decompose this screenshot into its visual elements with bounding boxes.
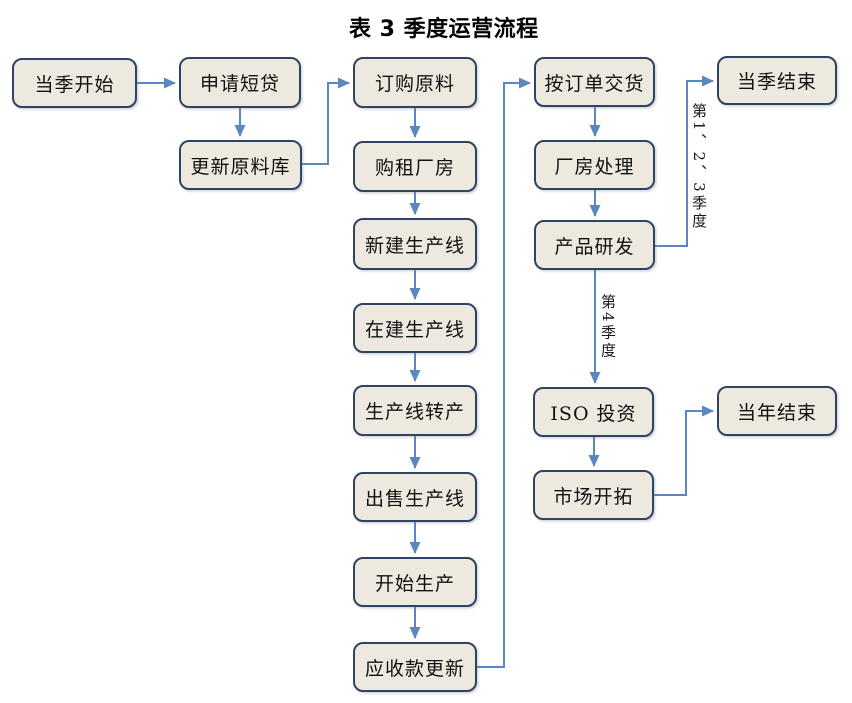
edge-label-quarters-1-2-3: 第1、2、3季度	[690, 103, 708, 231]
node-apply-short-loan: 申请短贷	[179, 57, 301, 108]
node-line-conversion: 生产线转产	[353, 385, 477, 436]
edge-label-quarter-4: 第4季度	[599, 294, 617, 361]
node-build-new-line: 新建生产线	[353, 218, 477, 270]
node-line-in-construction: 在建生产线	[353, 303, 477, 353]
connector-product-rnd-to-quarter-end	[655, 75, 714, 247]
node-iso-investment: ISO 投资	[533, 387, 654, 437]
node-quarter-end: 当季结束	[717, 56, 837, 105]
node-product-rnd: 产品研发	[534, 220, 655, 270]
node-market-development: 市场开拓	[533, 470, 654, 520]
node-receivables-update: 应收款更新	[353, 642, 477, 692]
node-order-materials: 订购原料	[353, 57, 477, 108]
connector-market-development-to-year-end	[653, 405, 714, 496]
node-buy-rent-plant: 购租厂房	[353, 141, 477, 192]
connector-receivables-update-to-deliver-by-order	[477, 77, 531, 668]
node-quarter-start: 当季开始	[12, 58, 137, 108]
node-year-end: 当年结束	[717, 386, 837, 436]
diagram-title: 表 3 季度运营流程	[349, 17, 539, 42]
node-update-material-store: 更新原料库	[179, 140, 302, 190]
node-deliver-by-order: 按订单交货	[534, 57, 655, 107]
node-sell-line: 出售生产线	[353, 472, 477, 522]
connector-update-material-to-order-materials	[302, 77, 350, 165]
node-start-production: 开始生产	[353, 557, 477, 607]
node-plant-disposal: 厂房处理	[534, 140, 655, 190]
